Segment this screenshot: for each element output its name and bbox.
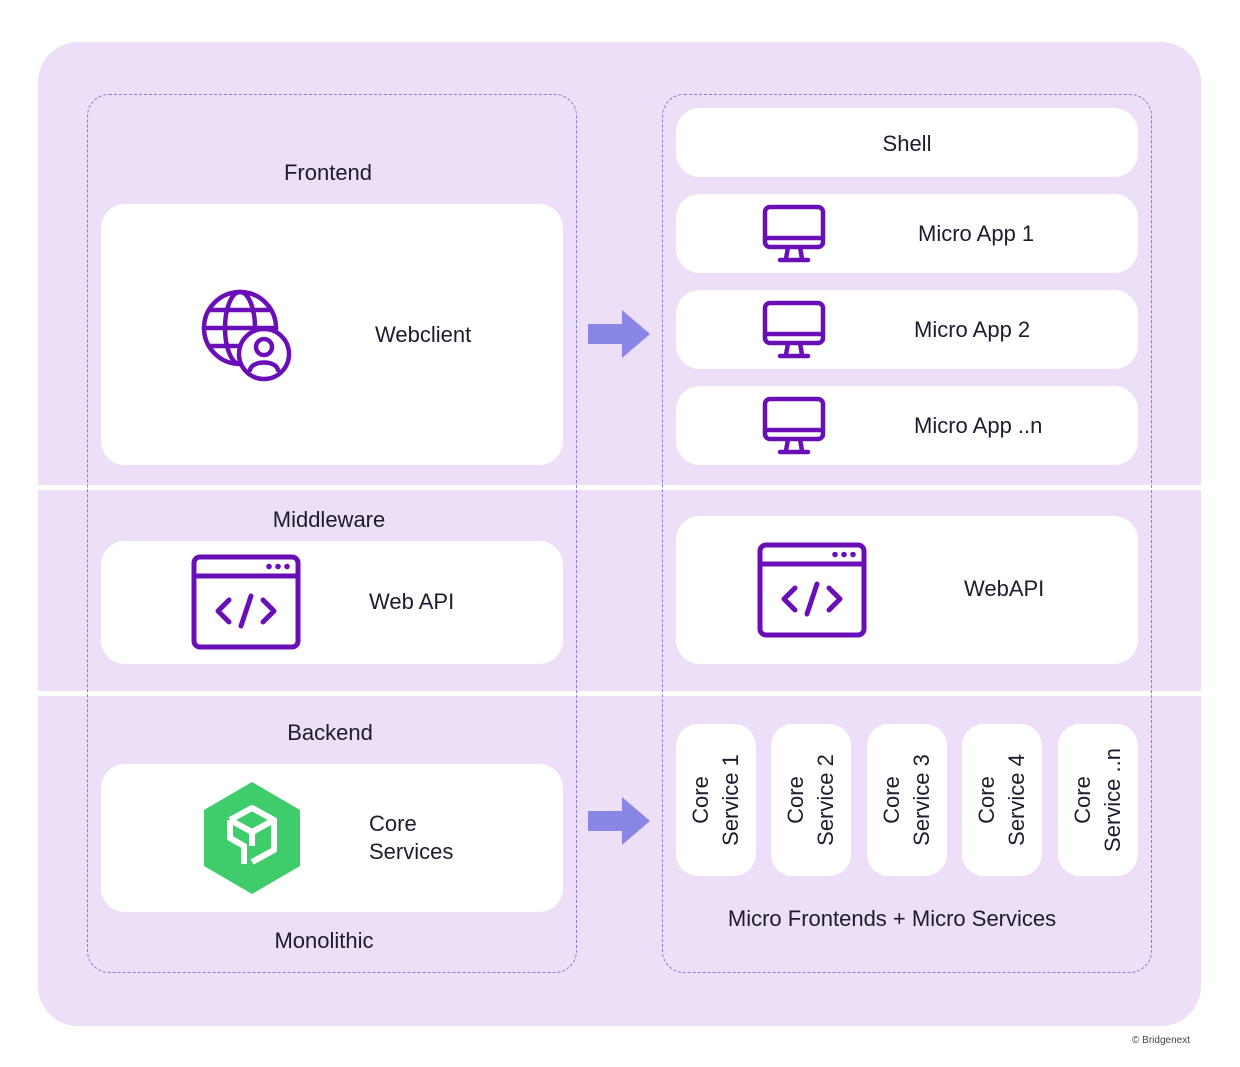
cube-icon (204, 782, 300, 894)
backend-title: Backend (287, 720, 373, 745)
micro-app-label-2: Micro App 2 (914, 317, 1031, 342)
core-service-text-1: Core Service 1 (686, 754, 746, 846)
core-service-card-1: Core Service 1 (676, 724, 756, 876)
core-service-text-n: Core Service ..n (1068, 748, 1128, 852)
arrow-right-icon (588, 310, 650, 358)
core-service-line2: Service ..n (1100, 748, 1125, 852)
core-service-line1: Core (974, 776, 999, 824)
monitor-icon (762, 204, 826, 263)
webapi-label-micro: WebAPI (964, 576, 1045, 601)
monitor-icon (762, 396, 826, 455)
core-services-line2: Services (369, 839, 454, 864)
core-service-line1: Core (1070, 776, 1095, 824)
band-divider-frontend-middleware (38, 485, 1201, 490)
core-service-line1: Core (688, 776, 713, 824)
copyright-text: © Bridgenext (1132, 1035, 1190, 1046)
micro-group (662, 94, 1152, 973)
webapi-card-micro: WebAPI (676, 516, 1138, 664)
core-service-card-3: Core Service 3 (867, 724, 947, 876)
shell-label: Shell (882, 131, 932, 156)
monolithic-group (87, 94, 577, 973)
monitor-icon (762, 300, 826, 359)
webapi-label-monolithic: Web API (369, 589, 455, 614)
core-service-line1: Core (879, 776, 904, 824)
core-service-card-n: Core Service ..n (1058, 724, 1138, 876)
monolithic-footer: Monolithic (274, 928, 374, 953)
webclient-label: Webclient (375, 322, 472, 347)
webapi-card-monolithic: Web API (101, 541, 563, 664)
globe-user-icon (201, 289, 292, 382)
micro-footer: Micro Frontends + Micro Services (727, 906, 1057, 931)
core-services-line1: Core (369, 811, 417, 836)
core-service-line2: Service 2 (813, 754, 838, 846)
core-service-card-2: Core Service 2 (771, 724, 851, 876)
core-services-card: Core Services (101, 764, 563, 912)
core-service-text-2: Core Service 2 (781, 754, 841, 846)
micro-app-card-2: Micro App 2 (676, 290, 1138, 369)
core-service-line2: Service 1 (718, 754, 743, 846)
code-window-icon (757, 542, 867, 638)
band-divider-middleware-backend (38, 691, 1201, 696)
core-service-text-4: Core Service 4 (972, 754, 1032, 846)
shell-card: Shell (676, 108, 1138, 177)
frontend-title: Frontend (283, 160, 373, 185)
micro-app-card-n: Micro App ..n (676, 386, 1138, 465)
code-window-icon (191, 554, 301, 650)
core-service-line2: Service 3 (909, 754, 934, 846)
core-service-card-4: Core Service 4 (962, 724, 1042, 876)
micro-app-card-1: Micro App 1 (676, 194, 1138, 273)
core-service-line1: Core (783, 776, 808, 824)
micro-app-label-n: Micro App ..n (914, 413, 1043, 438)
core-service-line2: Service 4 (1004, 754, 1029, 846)
webclient-card: Webclient (101, 204, 563, 465)
micro-app-label-1: Micro App 1 (918, 221, 1035, 246)
arrow-right-icon (588, 797, 650, 845)
middleware-title: Middleware (272, 507, 386, 532)
core-service-text-3: Core Service 3 (877, 754, 937, 846)
